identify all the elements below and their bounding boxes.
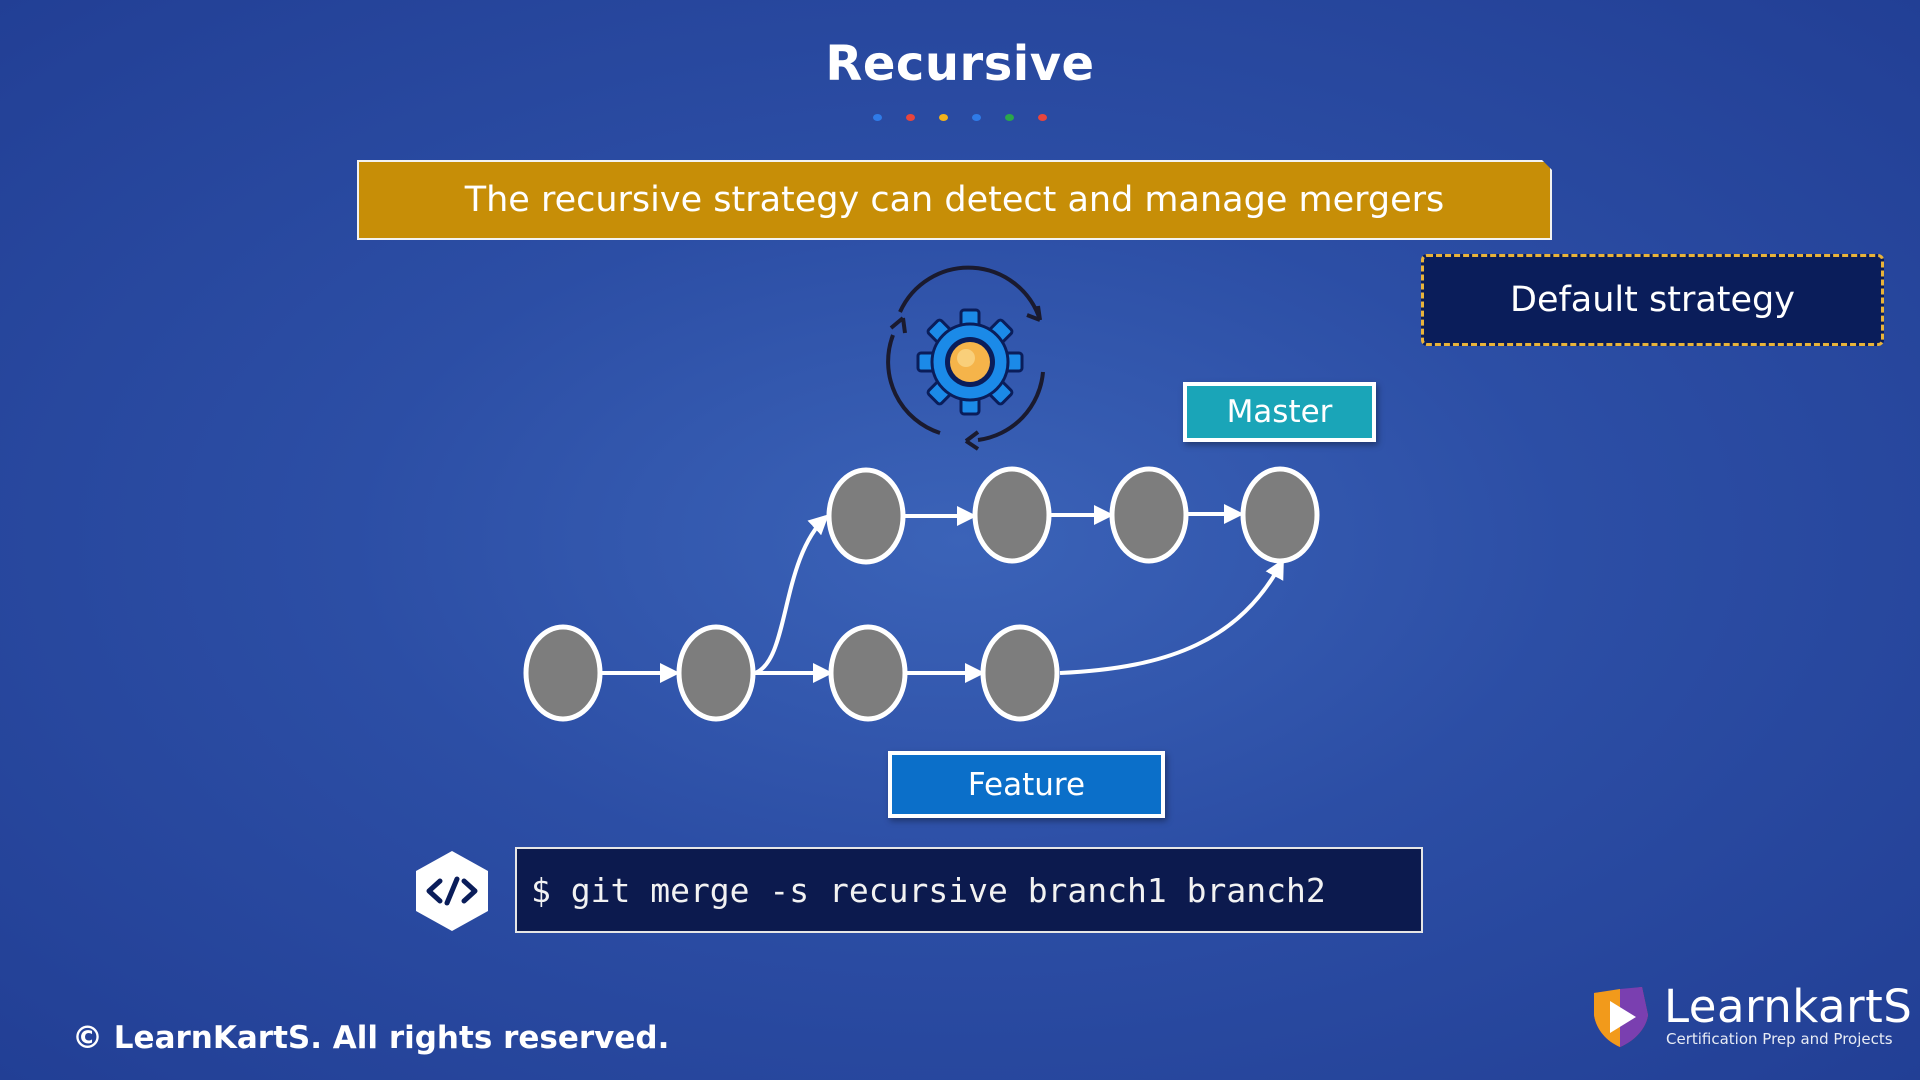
default-strategy-callout: Default strategy: [1421, 254, 1884, 346]
commit-node: [676, 624, 756, 722]
slide-title: Recursive: [825, 36, 1095, 92]
description-banner: The recursive strategy can detect and ma…: [357, 160, 1552, 240]
title-dots: [873, 114, 1047, 121]
commit-node: [1109, 466, 1189, 564]
dot: [1038, 114, 1047, 121]
copyright-text: © LearnKartS. All rights reserved.: [72, 1020, 670, 1056]
master-branch-label: Master: [1183, 382, 1376, 442]
feature-branch-label: Feature: [888, 751, 1165, 818]
edge: [754, 514, 829, 675]
commit-node: [828, 624, 908, 722]
merge-edge: [1059, 558, 1284, 675]
learnkarts-logo-icon: [1594, 987, 1648, 1047]
commit-node: [980, 624, 1060, 722]
git-command-box: $ git merge -s recursive branch1 branch2: [515, 847, 1423, 933]
dot: [972, 114, 981, 121]
dot: [939, 114, 948, 121]
dot: [906, 114, 915, 121]
commit-node: [826, 467, 906, 565]
commit-node: [523, 624, 603, 722]
commit-node: [972, 466, 1052, 564]
logo-name: LearnkartS: [1664, 980, 1913, 1033]
code-icon: [416, 851, 488, 931]
dot: [1005, 114, 1014, 121]
dot: [873, 114, 882, 121]
commit-edges: [600, 504, 1284, 683]
gear-cycle-icon: [886, 265, 1045, 451]
commit-node: [1240, 466, 1320, 564]
logo-tagline: Certification Prep and Projects: [1666, 1030, 1893, 1048]
